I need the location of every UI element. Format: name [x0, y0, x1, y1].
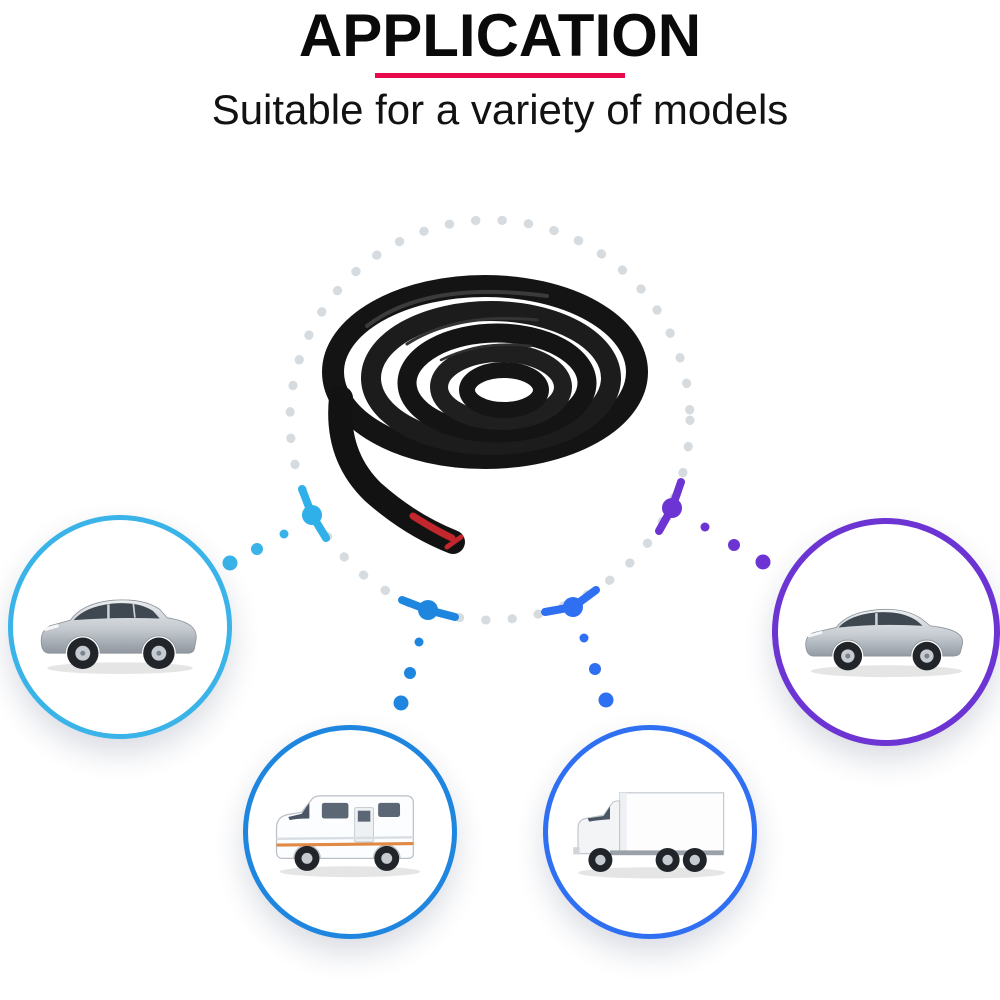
dotted-ring: [285, 215, 695, 625]
connector-trail-sedan: [700, 522, 771, 570]
seal-strip-product-image: [322, 275, 648, 554]
page-subtitle: Suitable for a variety of models: [211, 86, 789, 133]
vehicle-circle-suv: [8, 515, 232, 739]
vehicle-circle-box-truck: [543, 725, 757, 939]
connector-trail-box-truck: [579, 633, 614, 708]
connector-node-sedan: [655, 478, 685, 535]
vehicle-circle-sedan: [772, 518, 1000, 746]
connector-trail-motorhome: [393, 637, 424, 711]
suv-icon: [40, 599, 197, 675]
connector-node-suv: [298, 485, 330, 542]
title-underline-accent: [375, 73, 625, 78]
page-title: APPLICATION: [298, 2, 702, 69]
connector-node-motorhome: [398, 596, 459, 621]
motorhome-icon: [275, 795, 421, 878]
vehicle-circle-motorhome: [243, 725, 457, 939]
header: APPLICATION Suitable for a variety of mo…: [0, 4, 1000, 132]
box-truck-icon: [573, 792, 726, 879]
connector-node-box-truck: [541, 586, 600, 617]
sedan-icon: [804, 609, 963, 678]
connector-trail-suv: [222, 529, 289, 571]
